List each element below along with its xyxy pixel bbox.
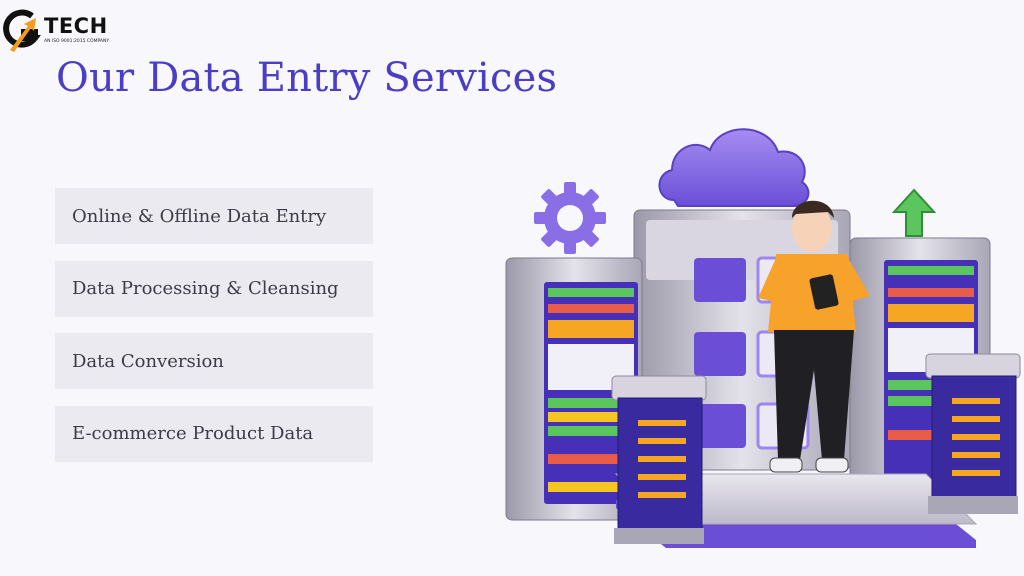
service-item-data-conversion: Data Conversion: [55, 333, 373, 389]
page-title: Our Data Entry Services: [56, 55, 558, 101]
server-pillar-icon: [611, 375, 707, 544]
service-item-ecommerce-data: E-commerce Product Data: [55, 405, 373, 462]
logo-tagline: AN ISO 9001:2015 COMPANY: [44, 39, 110, 44]
services-list: Online & Offline Data Entry Data Process…: [55, 188, 373, 478]
company-logo: TECH AN ISO 9001:2015 COMPANY: [2, 6, 142, 56]
logo-g-icon: [3, 9, 41, 52]
service-item-data-processing: Data Processing & Cleansing: [55, 260, 373, 317]
data-center-illustration: [505, 128, 1021, 548]
server-pillar-icon: [925, 353, 1021, 514]
server-rack-icon: [505, 257, 643, 521]
floor-platform: [614, 473, 978, 548]
service-item-data-entry: Online & Offline Data Entry: [55, 188, 373, 244]
cloud-icon: [658, 128, 810, 207]
person-with-tablet: [758, 200, 870, 473]
upload-arrow-icon: [891, 188, 937, 237]
gear-icon: [534, 182, 606, 254]
logo-wordmark: TECH: [44, 14, 108, 38]
